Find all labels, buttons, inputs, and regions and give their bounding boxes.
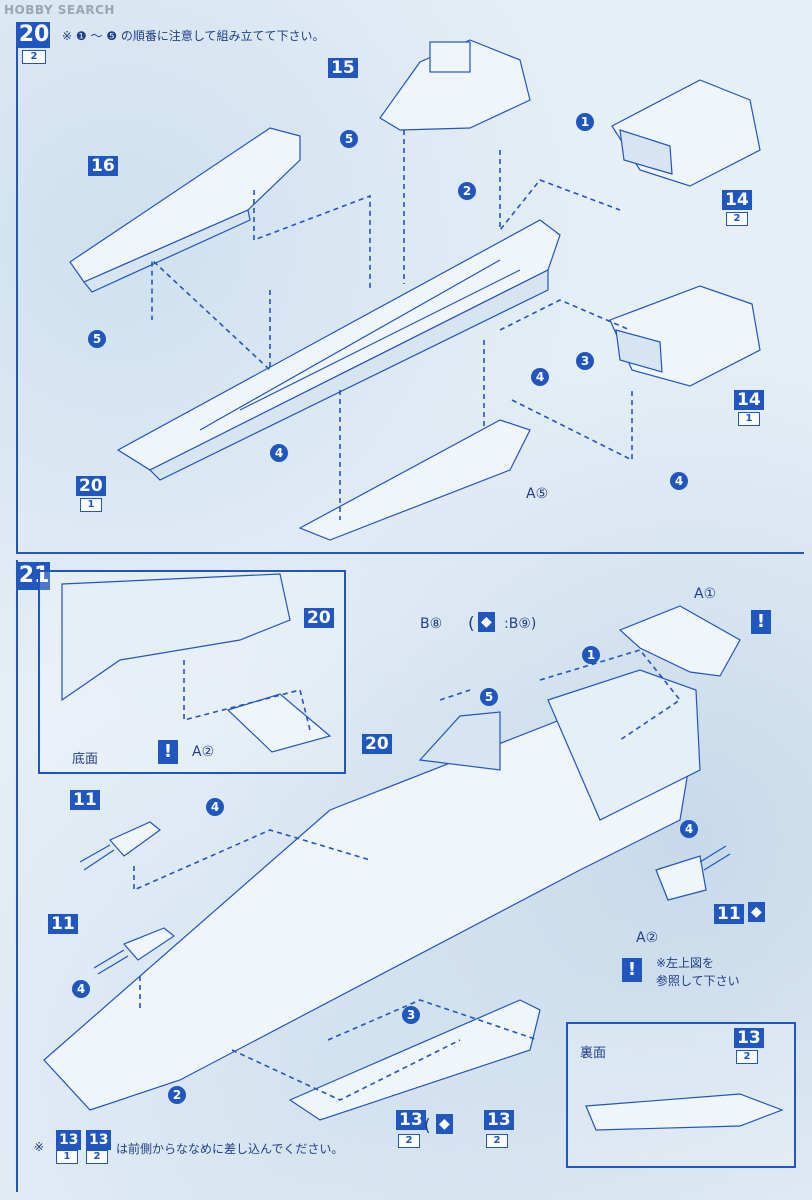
part-20-label: 20	[76, 476, 106, 496]
rotate-icon-b: ◆	[478, 612, 495, 632]
part-13-sub-bottom-2: 2	[486, 1134, 508, 1148]
bow-part-16	[69, 127, 301, 293]
part-14-upper-label: 14	[722, 190, 752, 210]
bridge-part-15	[379, 39, 531, 131]
part-11-label-c: 11	[714, 904, 744, 924]
part-11-label-b: 11	[48, 914, 78, 934]
step21-marker-1: 1	[582, 646, 600, 664]
ref-note-line2: 参照して下さい	[656, 974, 740, 988]
footer-part-13-1-sub: 1	[56, 1150, 78, 1164]
footer-star: ※	[34, 1140, 45, 1154]
part-b9-label: :B⑨)	[504, 616, 537, 632]
warning-icon-ref: !	[622, 958, 642, 982]
part-15-label: 15	[328, 58, 358, 78]
step20-marker-5a: 5	[340, 130, 358, 148]
back-part-13-sub: 2	[736, 1050, 758, 1064]
ref-note-line1: ※左上図を	[656, 956, 715, 970]
part-14-lower-sub: 1	[738, 412, 760, 426]
step-20-sub: 2	[22, 50, 46, 64]
part-13-label-bottom-2: 13	[484, 1110, 514, 1130]
part-b8-label: B⑧	[420, 616, 443, 632]
step20-marker-3: 3	[576, 352, 594, 370]
back-part-13: 13	[734, 1028, 764, 1048]
step-20-panel	[16, 22, 804, 554]
part-16-label: 16	[88, 156, 118, 176]
step21-marker-4a: 4	[206, 798, 224, 816]
footer-insert-note: は前側からななめに差し込んでください。	[116, 1142, 344, 1156]
hull-part-20	[116, 219, 561, 481]
part-a2-label: A②	[636, 930, 659, 946]
part-13-sub-bottom: 2	[398, 1134, 420, 1148]
paren-open: (	[468, 614, 475, 634]
step21-marker-5: 5	[480, 688, 498, 706]
rotate-icon-11: ◆	[748, 902, 765, 922]
part-13-label-bottom: 13	[396, 1110, 426, 1130]
step-21-number: 21	[18, 562, 50, 590]
bottom-part-13	[288, 999, 541, 1121]
step20-marker-4c: 4	[670, 472, 688, 490]
keel-part-a5	[298, 419, 531, 541]
step-21-panel	[16, 560, 804, 1192]
inset-bottom-label: 底面	[72, 752, 99, 767]
step21-marker-4c: 4	[680, 820, 698, 838]
inset-part-20: 20	[304, 608, 334, 628]
watermark: HOBBY SEARCH	[4, 3, 115, 17]
inset-hull	[61, 573, 291, 702]
part-14-lower-label: 14	[734, 390, 764, 410]
turret-part-11-b	[93, 927, 176, 975]
inset-a2-label: A②	[192, 744, 215, 760]
footer-part-13-1: 13	[56, 1130, 82, 1150]
back-view-label: 裏面	[580, 1046, 607, 1061]
step21-marker-4b: 4	[72, 980, 90, 998]
step-20-order-note: ※ ❶ ～ ❺ の順番に注意して組み立てて下さい。	[62, 29, 325, 43]
ship-assembled-20	[43, 669, 701, 1111]
step21-marker-3: 3	[402, 1006, 420, 1024]
warning-icon-top-right: !	[751, 610, 771, 634]
rotate-icon-13: ◆	[436, 1114, 453, 1134]
inset-a2-piece	[226, 693, 332, 753]
step20-marker-1: 1	[576, 113, 594, 131]
engine-part-14-lower	[609, 285, 761, 387]
footer-part-13-2-sub: 2	[86, 1150, 108, 1164]
footer-part-13-2: 13	[86, 1130, 112, 1150]
part-20-sub: 1	[80, 498, 102, 512]
part-14-upper-sub: 2	[726, 212, 748, 226]
part-a1-label: A①	[694, 586, 717, 602]
turret-part-11-a	[79, 821, 161, 871]
engine-part-14-upper	[611, 79, 761, 187]
part-11-label-a: 11	[70, 790, 100, 810]
inset-warning-icon: !	[158, 740, 178, 764]
turret-part-11-c	[655, 845, 731, 901]
step20-marker-2: 2	[458, 182, 476, 200]
part-a1-piece	[618, 605, 741, 677]
step20-marker-5b: 5	[88, 330, 106, 348]
step20-marker-4a: 4	[531, 368, 549, 386]
part-a5-label: A⑤	[526, 486, 549, 502]
step20-marker-4b: 4	[270, 444, 288, 462]
step-20-number: 20	[18, 22, 50, 48]
step21-marker-2: 2	[168, 1086, 186, 1104]
part-20-label-main: 20	[362, 734, 392, 754]
paren-open-bottom: (	[424, 1116, 431, 1136]
back-view-hull	[585, 1093, 784, 1131]
